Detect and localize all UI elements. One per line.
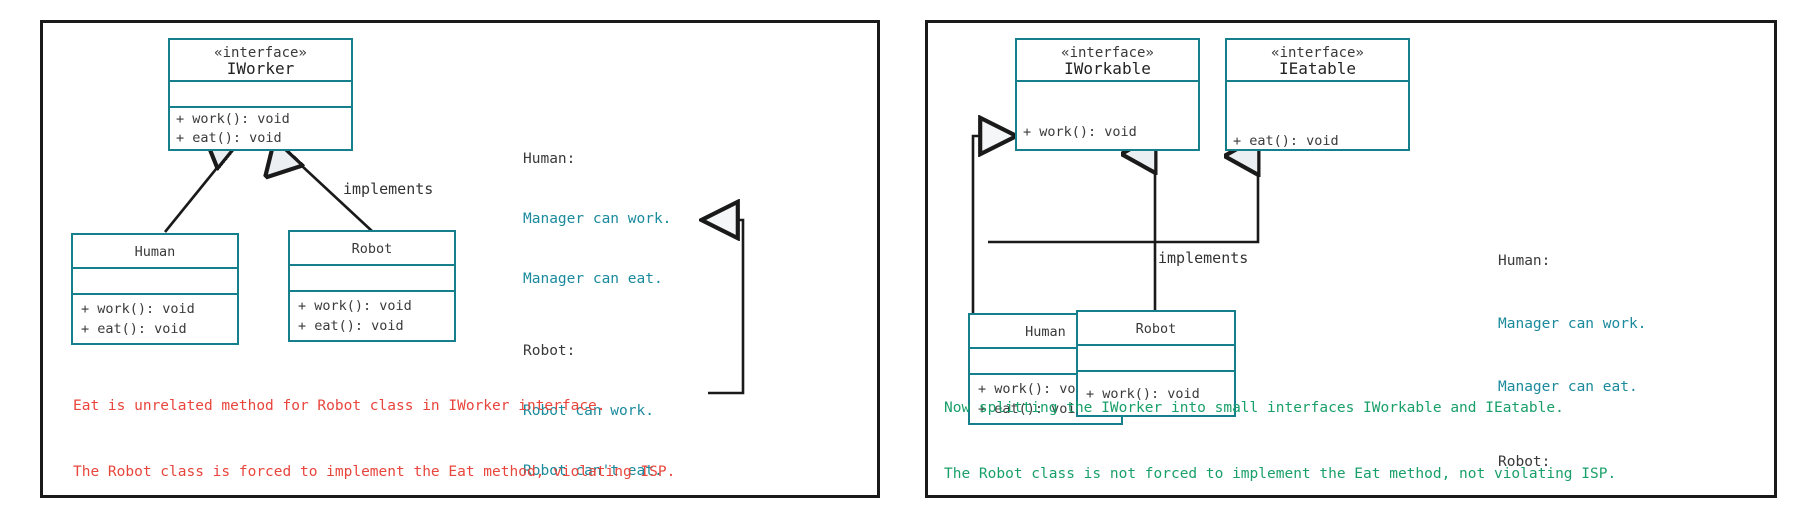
class-human-attributes [73,269,237,295]
uml-interface-iworker: «interface» IWorker + work(): void + eat… [168,38,353,151]
interface-stereotype: «interface» [1061,45,1154,61]
operation-row: + work(): void [1023,124,1137,140]
interface-iworkable-attributes [1017,82,1198,109]
operation-row: + eat(): void [81,321,187,337]
operation-row: + work(): void [298,298,412,314]
class-robot-header: Robot [290,232,454,266]
class-name: Human [134,244,176,260]
class-human-header: Human [73,235,237,269]
class-name: Robot [351,241,393,257]
class-name: Robot [1135,321,1177,337]
note-line: Manager can eat. [1498,379,1638,395]
interface-ieatable-header: «interface» IEatable [1227,40,1408,82]
class-human-operations: + work(): void + eat(): void [73,295,237,339]
uml-class-human: Human + work(): void + eat(): void [71,233,239,345]
class-human-header: Human [970,315,1121,349]
uml-interface-iworkable: «interface» IWorkable + work(): void [1015,38,1200,151]
class-human-attributes [970,349,1121,375]
interface-ieatable-attributes [1227,82,1408,122]
conclusion-line: The Robot class is not forced to impleme… [944,466,1617,482]
note-line: Manager can work. [523,211,672,227]
class-name: Human [1025,324,1066,340]
note-human-header: Human: [1498,253,1551,269]
left-panel-isp-violation: «interface» IWorker + work(): void + eat… [40,20,880,498]
implements-label: implements [1158,249,1249,267]
isp-violation-warning: Eat is unrelated method for Robot class … [73,351,675,516]
operation-row: + work(): void [81,301,195,317]
class-robot-attributes [290,266,454,292]
interface-iworker-header: «interface» IWorker [170,40,351,82]
operation-row: + eat(): void [978,401,1084,417]
interface-iworkable-operations: + work(): void [1017,109,1198,142]
left-notes: Human: Manager can work. Manager can eat… [523,109,671,516]
interface-name: IEatable [1278,59,1357,78]
right-notes: Human: Manager can work. Manager can eat… [1498,209,1646,516]
interface-stereotype: «interface» [1271,45,1364,61]
operation-row: + eat(): void [298,318,404,334]
note-robot-header: Robot: [1498,454,1551,470]
uml-interface-ieatable: «interface» IEatable + eat(): void [1225,38,1410,151]
implements-label: implements [343,180,434,198]
warning-line: Eat is unrelated method for Robot class … [73,398,606,414]
interface-iworkable-header: «interface» IWorkable [1017,40,1198,82]
operation-row: + eat(): void [1233,133,1339,149]
interface-stereotype: «interface» [214,45,307,61]
operation-row: + work(): void [176,111,290,127]
note-line: Robot can't eat. [523,463,663,479]
note-line: Manager can eat. [523,271,663,287]
class-robot-operations: + work(): void + eat(): void [290,292,454,336]
operation-row: + work(): void [1086,386,1200,402]
note-robot-header: Robot: [523,343,576,359]
class-robot-attributes [1078,346,1234,372]
class-human-operations: + work(): void + eat(): void [970,375,1121,419]
warning-line: The Robot class is forced to implement t… [73,464,676,480]
note-line: Robot can work. [523,403,654,419]
class-robot-header: Robot [1078,312,1234,346]
interface-ieatable-operations: + eat(): void [1227,122,1408,151]
note-line: Manager can work. [1498,316,1647,332]
isp-solution-conclusion: Now splitting the IWorker into small int… [944,353,1616,516]
right-panel-isp-solution: «interface» IWorkable + work(): void «in… [925,20,1777,498]
uml-class-robot: Robot + work(): void [1076,310,1236,417]
interface-iworker-operations: + work(): void + eat(): void [170,108,351,148]
uml-class-robot: Robot + work(): void + eat(): void [288,230,456,342]
interface-iworker-attributes [170,82,351,108]
note-human-header: Human: [523,151,576,167]
interface-name: IWorker [226,59,295,78]
operation-row: + eat(): void [176,130,282,146]
conclusion-line: Now splitting the IWorker into small int… [944,400,1564,416]
class-robot-operations: + work(): void [1078,372,1234,404]
interface-name: IWorkable [1064,59,1151,78]
